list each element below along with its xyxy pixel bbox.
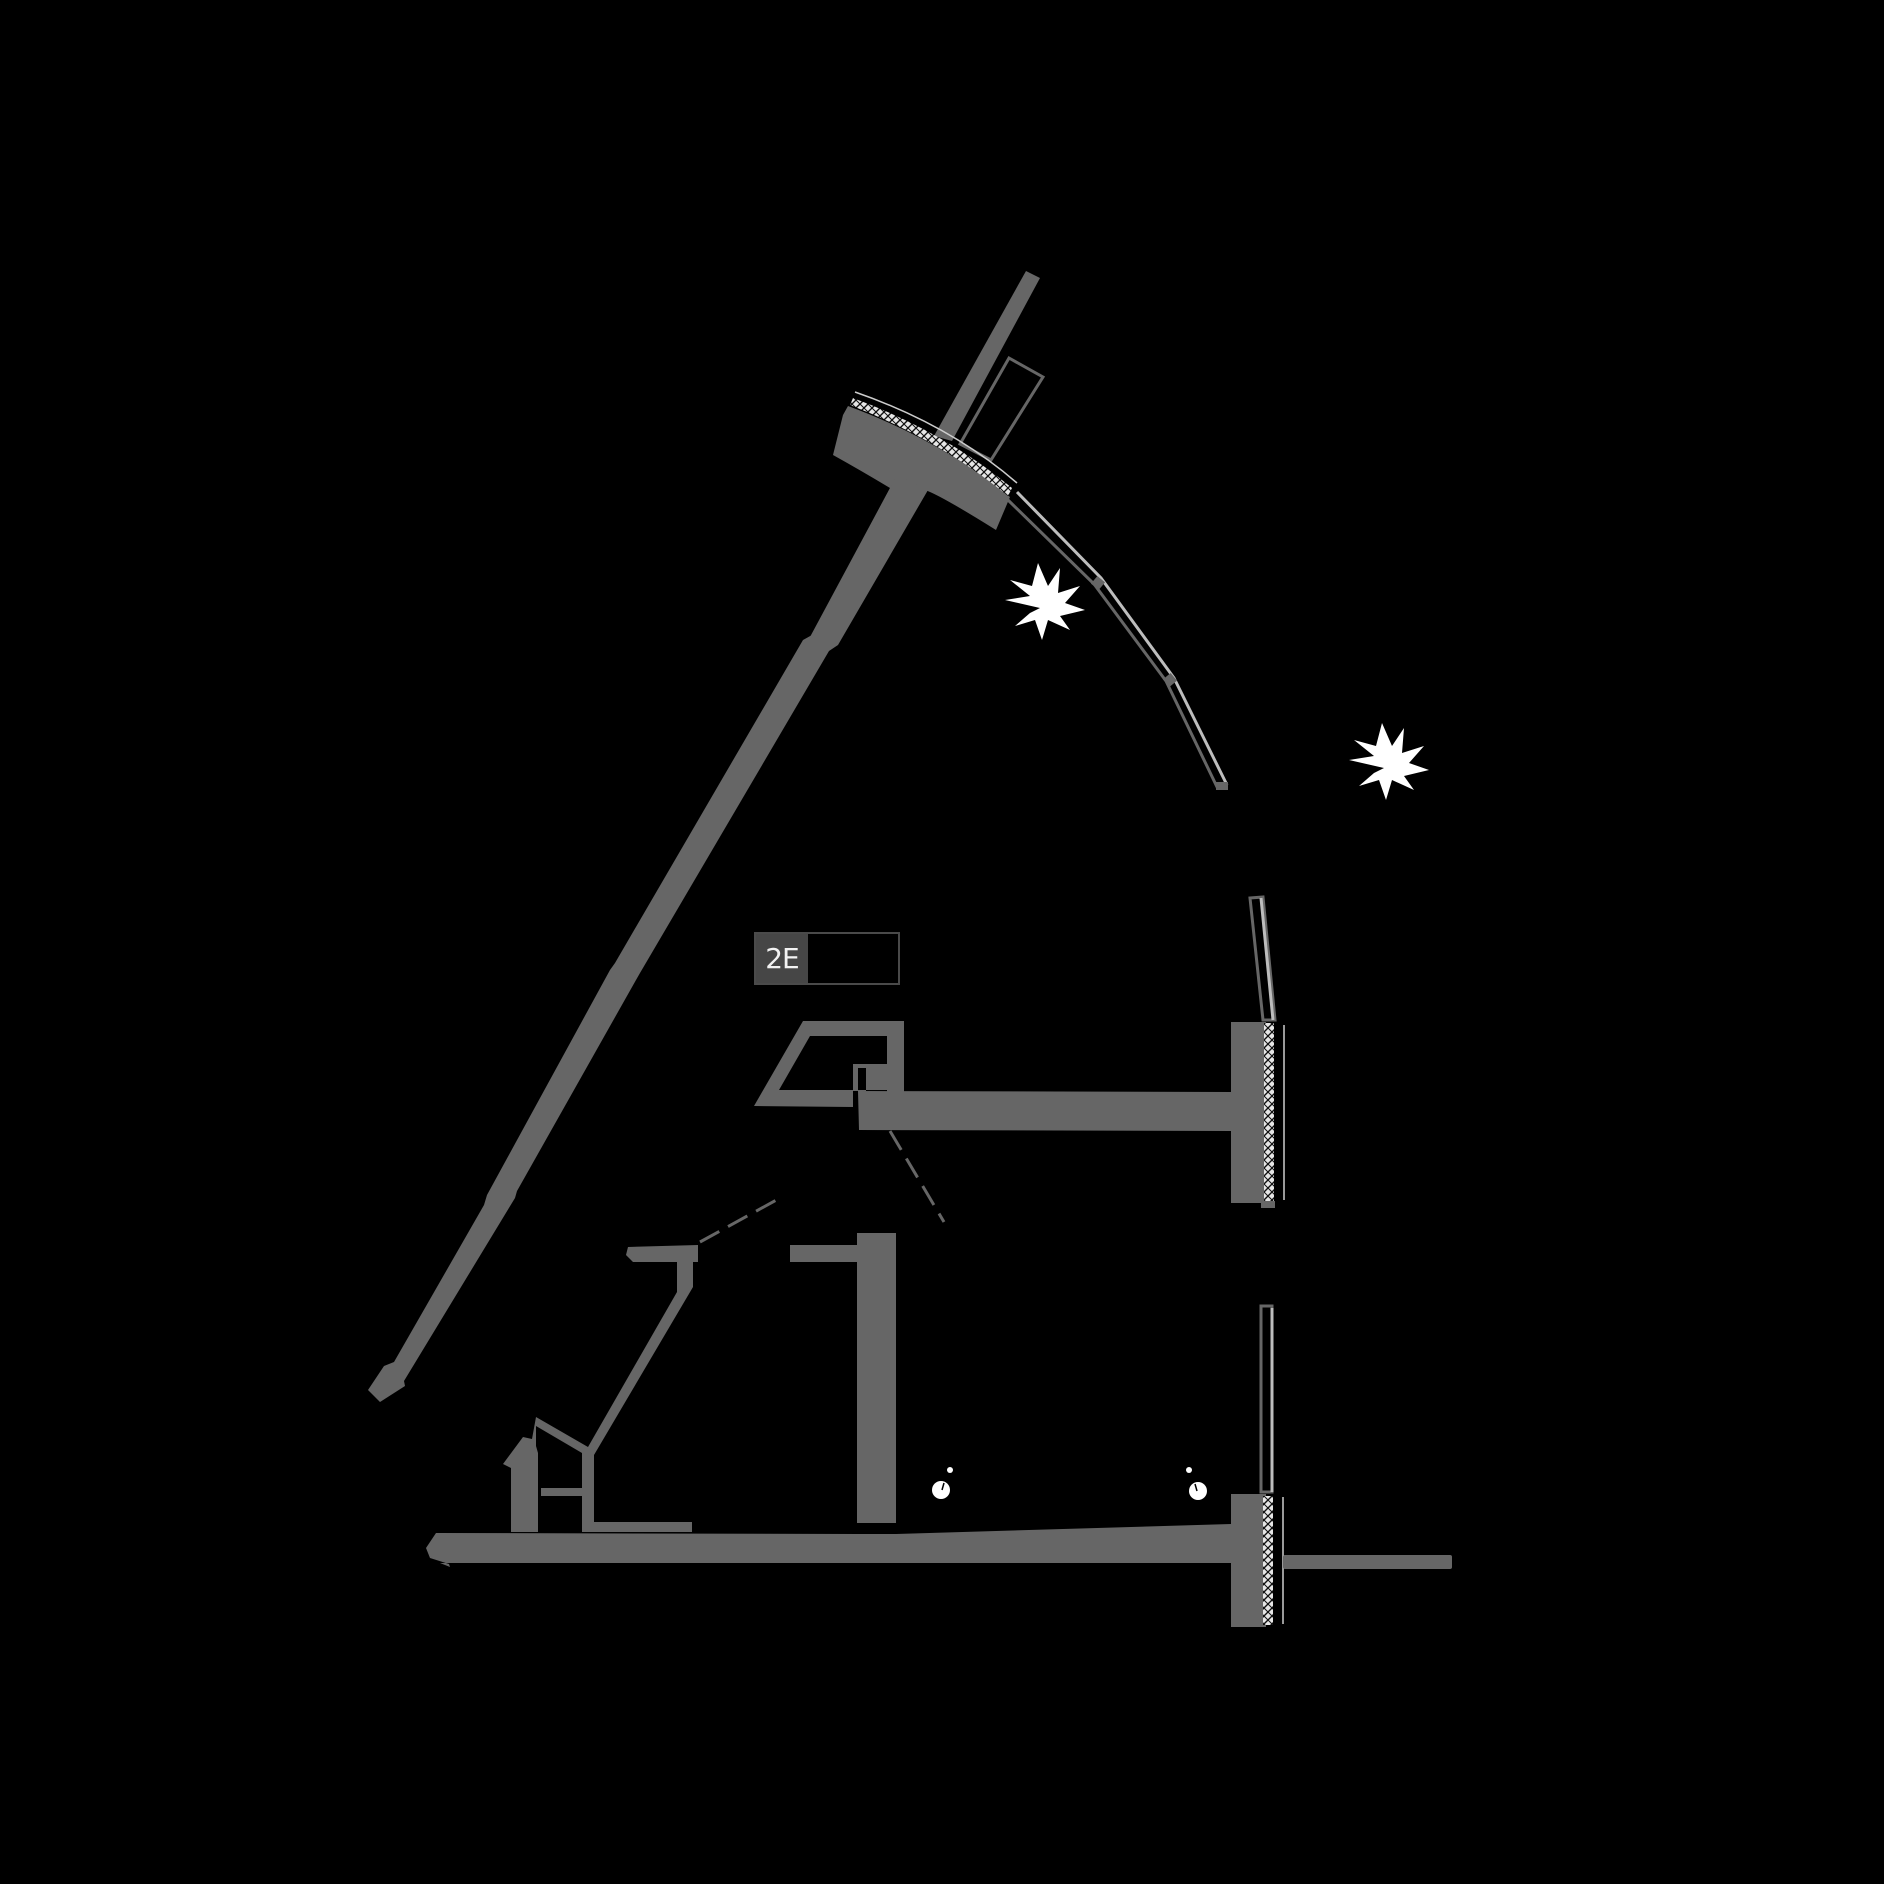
curved-window: [1006, 490, 1229, 790]
door-swing-line: [888, 1130, 946, 1223]
unit-label: 2E: [754, 932, 900, 985]
top-edge-line: [854, 391, 1018, 484]
plant-icon: [1005, 563, 1085, 640]
top-insulation: [850, 398, 1012, 496]
unit-code: 2E: [756, 934, 808, 983]
terrace-slab: [1283, 1555, 1452, 1569]
light-fixture-icon: [932, 1467, 953, 1499]
closet-outline-wall: [754, 1021, 904, 1107]
plant-icon: [1349, 723, 1429, 800]
middle-slab: [858, 1022, 1266, 1203]
central-vertical-wall: [790, 1233, 896, 1523]
right-upper-window: [1248, 895, 1277, 1022]
unit-value: [808, 934, 898, 983]
bottom-slab: [426, 1494, 1266, 1627]
right-insulation-upper: [1264, 1023, 1274, 1201]
lower-left-walls: [503, 1245, 698, 1532]
window-frame-box: [957, 355, 1046, 462]
right-insulation-lower: [1263, 1496, 1273, 1625]
door-swing-line: [699, 1196, 781, 1244]
thin-diagonal-wall: [934, 271, 1040, 441]
long-diagonal-wall: [368, 475, 928, 1402]
wall-cap: [1261, 1201, 1275, 1208]
light-fixture-icon: [1186, 1467, 1207, 1500]
right-lower-window: [1259, 1304, 1274, 1494]
